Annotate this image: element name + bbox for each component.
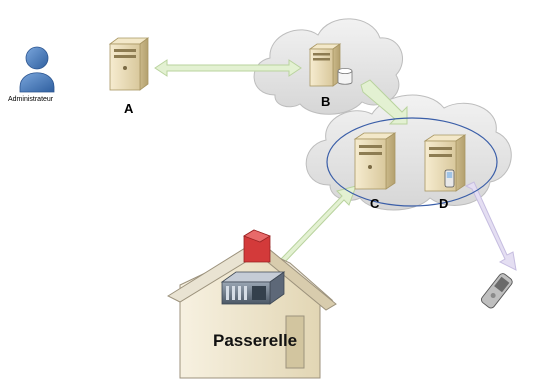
arrow-b-cloud <box>360 79 408 125</box>
chimney <box>243 229 271 263</box>
node-label-b: B <box>321 94 331 109</box>
arrow-a-b <box>154 59 302 77</box>
administrator-label: Administrateur <box>8 96 54 103</box>
server-icon <box>108 37 150 91</box>
phone-icon <box>444 169 455 188</box>
arrow-d-mobile <box>464 181 517 271</box>
node-label-c: C <box>370 196 380 211</box>
server-icon <box>353 132 397 190</box>
node-label-a: A <box>124 101 134 116</box>
database-icon <box>337 68 353 85</box>
cluster-ellipse <box>326 117 498 207</box>
rack-server-icon <box>220 271 286 305</box>
person-icon <box>19 46 55 93</box>
gateway-house <box>166 238 337 379</box>
gateway-label: Passerelle <box>213 331 298 350</box>
node-label-d: D <box>439 196 449 211</box>
arrow-gateway-c <box>273 185 357 265</box>
mobile-device-icon <box>481 273 513 309</box>
server-icon <box>308 43 342 87</box>
